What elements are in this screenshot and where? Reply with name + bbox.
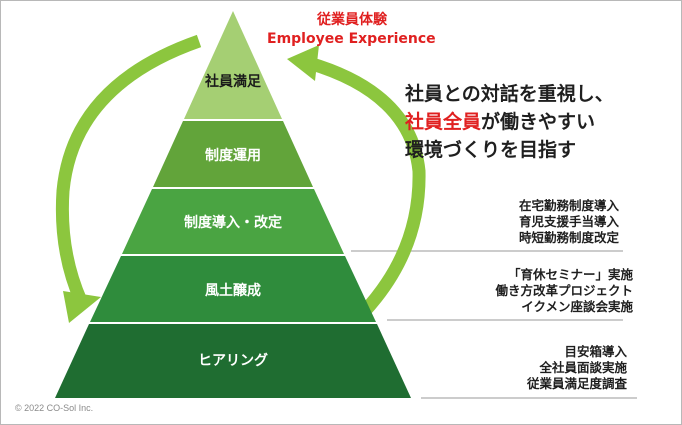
annotation-item: 目安箱導入 xyxy=(564,344,627,359)
pyramid-tier-2 xyxy=(153,121,313,187)
message-line-2-rest: が働きやすい xyxy=(481,111,596,133)
annotation-item: 時短勤務制度改定 xyxy=(518,230,619,245)
diagram-title-jp: 従業員体験 xyxy=(317,12,387,28)
message-line-3: 環境づくりを目指す xyxy=(405,139,577,161)
message-line-2: 社員全員が働きやすい xyxy=(405,107,595,134)
diagram-title-en: Employee Experience xyxy=(267,31,436,47)
tier-label-5: ヒアリング xyxy=(198,353,268,369)
pyramid-tier-1 xyxy=(184,11,282,119)
pyramid-tier-4 xyxy=(90,256,376,322)
copyright: © 2022 CO-Sol Inc. xyxy=(15,403,94,413)
annotation-item: イクメン座談会実施 xyxy=(521,299,633,314)
pyramid-tier-5 xyxy=(55,324,411,398)
annotation-item: 在宅勤務制度導入 xyxy=(518,198,619,213)
annotation-item: 全社員面談実施 xyxy=(539,360,627,375)
annotation-item: 「育休セミナー」実施 xyxy=(507,267,633,282)
message-line-1: 社員との対話を重視し、 xyxy=(405,83,614,105)
tier-label-2: 制度運用 xyxy=(205,148,261,164)
annotation-tier-5: 目安箱導入 全社員面談実施 従業員満足度調査 xyxy=(527,344,627,392)
cycle-arrow-right-icon xyxy=(287,45,426,318)
pyramid-tier-3 xyxy=(122,189,344,254)
tier-label-1: 社員満足 xyxy=(205,74,261,90)
annotation-tier-3: 在宅勤務制度導入 育児支援手当導入 時短勤務制度改定 xyxy=(519,198,619,246)
annotation-tier-4: 「育休セミナー」実施 働き方改革プロジェクト イクメン座談会実施 xyxy=(495,267,633,315)
annotation-item: 働き方改革プロジェクト xyxy=(495,283,633,298)
tier-label-4: 風土醸成 xyxy=(205,283,261,299)
annotation-item: 従業員満足度調査 xyxy=(526,376,627,391)
tier-label-3: 制度導入・改定 xyxy=(184,215,282,231)
cycle-arrow-left-icon xyxy=(55,34,202,323)
message-highlight: 社員全員 xyxy=(405,111,482,133)
annotation-item: 育児支援手当導入 xyxy=(518,214,619,229)
